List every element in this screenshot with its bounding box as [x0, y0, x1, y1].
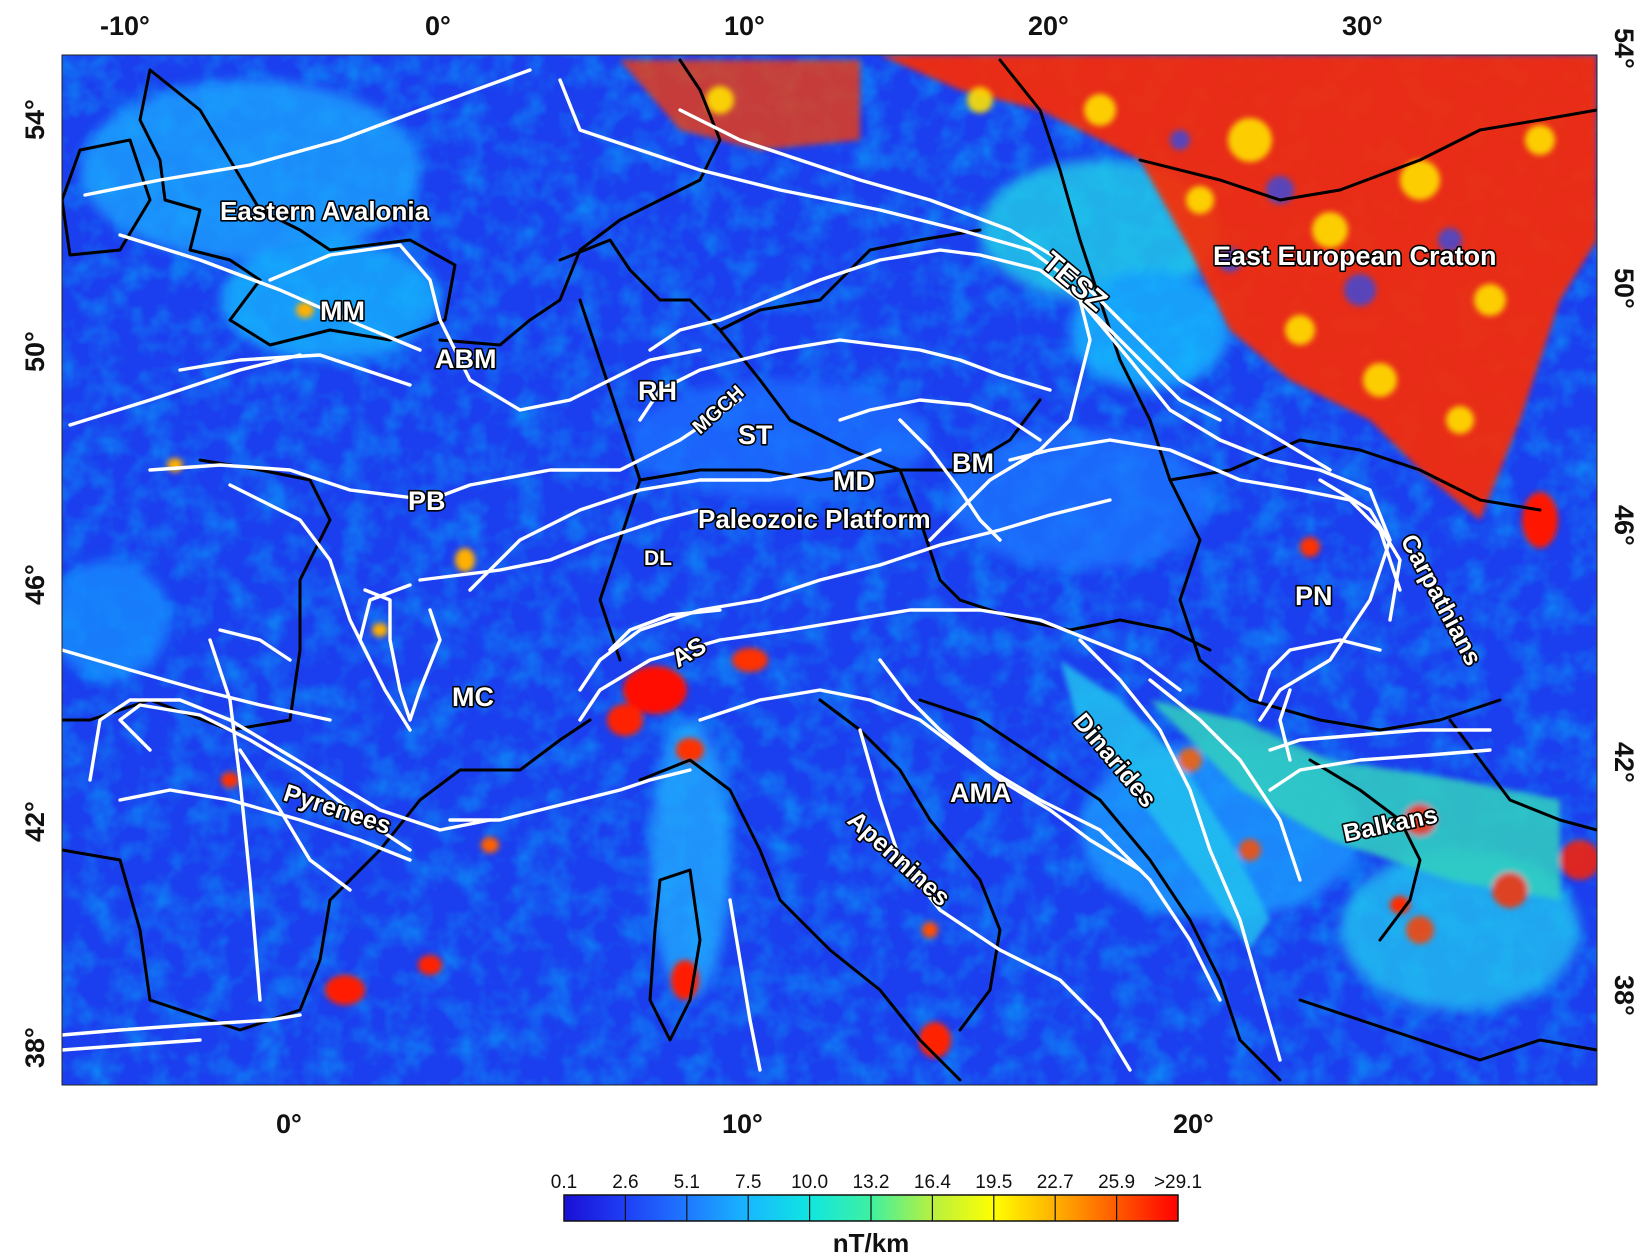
label-mc: MC	[452, 682, 494, 712]
colorbar-tick-labels: 0.1 2.6 5.1 7.5 10.0 13.2 16.4 19.5 22.7 25.9 >29.…	[551, 1172, 1202, 1193]
label-mm: MM	[320, 296, 365, 326]
label-abm: ABM	[435, 344, 497, 374]
map-panel: Eastern Avalonia MM ABM RH MGCH ST MD BM…	[62, 55, 1597, 1085]
label-east-european-craton: East European Craton	[1213, 241, 1497, 271]
label-md: MD	[833, 466, 875, 496]
colorbar-tick-label: 25.9	[1098, 1172, 1135, 1193]
colorbar-unit-label: nT/km	[833, 1228, 910, 1255]
right-lat-tick: 54°	[1609, 28, 1639, 69]
top-lon-tick: 0°	[425, 11, 451, 41]
right-latitude-ticks: 54° 50° 46° 42° 38°	[1609, 28, 1639, 1016]
right-lat-tick: 42°	[1609, 742, 1639, 783]
right-lat-tick: 38°	[1609, 975, 1639, 1016]
left-lat-tick: 42°	[20, 801, 50, 842]
colorbar-tick-label: 2.6	[612, 1172, 638, 1193]
map-frame	[61, 54, 1598, 1086]
colorbar-tick-label: 10.0	[791, 1172, 828, 1193]
craton-anomaly-zone	[620, 55, 1597, 520]
left-lat-tick: 46°	[20, 564, 50, 605]
colorbar-tick-label: 0.1	[551, 1172, 577, 1193]
top-lon-tick: 30°	[1342, 11, 1383, 41]
label-pn: PN	[1295, 581, 1333, 611]
right-lat-tick: 50°	[1609, 268, 1639, 309]
orogen-anomaly-belts	[1060, 660, 1597, 950]
colorbar-legend: 0.1 2.6 5.1 7.5 10.0 13.2 16.4 19.5 22.7 25.9 >29.…	[551, 1172, 1202, 1255]
top-longitude-ticks: -10° 0° 10° 20° 30°	[100, 11, 1383, 41]
colorbar-tick-label: 7.5	[735, 1172, 761, 1193]
colorbar-dividers	[624, 1195, 1118, 1221]
colorbar-tick-label: 22.7	[1037, 1172, 1074, 1193]
label-rh: RH	[638, 376, 677, 406]
colorbar-tick-label: >29.1	[1154, 1172, 1202, 1193]
left-lat-tick: 38°	[20, 1027, 50, 1068]
label-eastern-avalonia: Eastern Avalonia	[220, 196, 430, 226]
label-ama: AMA	[950, 778, 1012, 808]
left-lat-tick: 54°	[20, 99, 50, 140]
top-lon-tick: -10°	[100, 11, 150, 41]
right-lat-tick: 46°	[1609, 505, 1639, 546]
label-pb: PB	[408, 486, 446, 516]
colorbar-tick-label: 19.5	[975, 1172, 1012, 1193]
label-st: ST	[738, 420, 773, 450]
bottom-lon-tick: 0°	[276, 1109, 302, 1139]
label-dl: DL	[644, 547, 672, 570]
strong-anomaly-spots	[167, 302, 1558, 1058]
top-lon-tick: 20°	[1028, 11, 1069, 41]
label-paleozoic-platform: Paleozoic Platform	[698, 504, 931, 534]
bottom-lon-tick: 20°	[1173, 1109, 1214, 1139]
colorbar-tick-label: 5.1	[674, 1172, 700, 1193]
left-latitude-ticks: 54° 50° 46° 42° 38°	[20, 99, 50, 1068]
top-lon-tick: 10°	[724, 11, 765, 41]
label-bm: BM	[952, 448, 994, 478]
left-lat-tick: 50°	[20, 331, 50, 372]
tectonic-boundary-lines	[62, 68, 1492, 1072]
colorbar-tick-label: 16.4	[914, 1172, 951, 1193]
colorbar-tick-label: 13.2	[853, 1172, 890, 1193]
bottom-longitude-ticks: 0° 10° 20°	[276, 1109, 1214, 1139]
bottom-lon-tick: 10°	[722, 1109, 763, 1139]
